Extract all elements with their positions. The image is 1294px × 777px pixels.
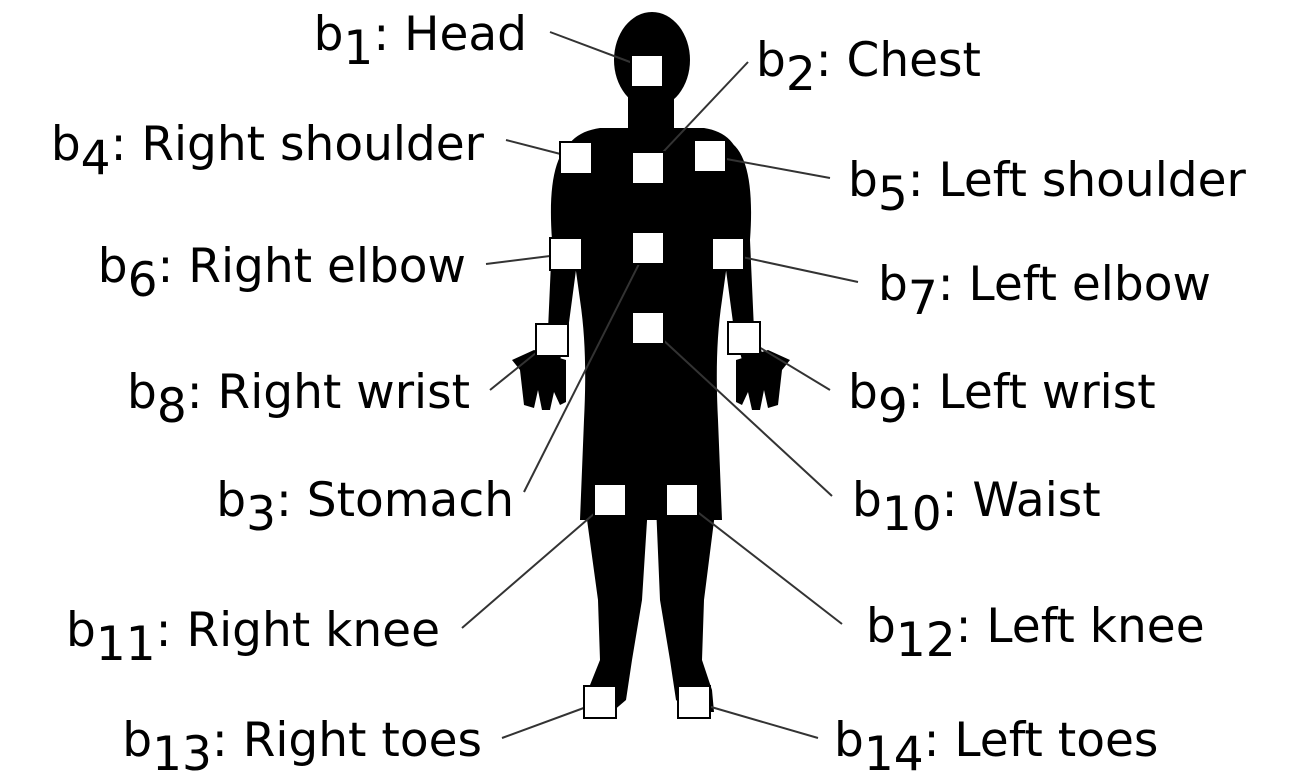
sensor-marker-b6	[550, 238, 582, 270]
sensor-marker-b10	[632, 312, 664, 344]
label-b10: b10: Waist	[852, 473, 1101, 542]
sensor-marker-b2	[632, 152, 664, 184]
label-b1: b1: Head	[314, 7, 527, 76]
label-b8: b8: Right wrist	[127, 365, 470, 434]
label-b14: b14: Left toes	[834, 713, 1158, 772]
sensor-marker-b5	[694, 140, 726, 172]
sensor-marker-b1	[631, 55, 663, 87]
sensor-marker-b4	[560, 142, 592, 174]
label-b3: b3: Stomach	[216, 473, 514, 542]
label-b4: b4: Right shoulder	[51, 117, 485, 186]
sensor-marker-b8	[536, 324, 568, 356]
sensor-marker-b13	[584, 686, 616, 718]
label-b13: b13: Right toes	[122, 713, 482, 772]
label-b12: b12: Left knee	[866, 599, 1205, 668]
sensor-marker-b11	[594, 484, 626, 516]
sensor-marker-b12	[666, 484, 698, 516]
label-b11: b11: Right knee	[66, 603, 440, 672]
sensor-marker-b7	[712, 238, 744, 270]
label-b5: b5: Left shoulder	[848, 153, 1247, 222]
label-b2: b2: Chest	[756, 33, 981, 102]
label-b7: b7: Left elbow	[878, 257, 1211, 326]
sensor-marker-b3	[632, 232, 664, 264]
label-b9: b9: Left wrist	[848, 365, 1156, 434]
label-b6: b6: Right elbow	[98, 239, 466, 308]
leader-line-b14	[694, 702, 818, 738]
sensor-marker-b14	[678, 686, 710, 718]
human-silhouette	[512, 12, 790, 712]
sensor-marker-b9	[728, 322, 760, 354]
